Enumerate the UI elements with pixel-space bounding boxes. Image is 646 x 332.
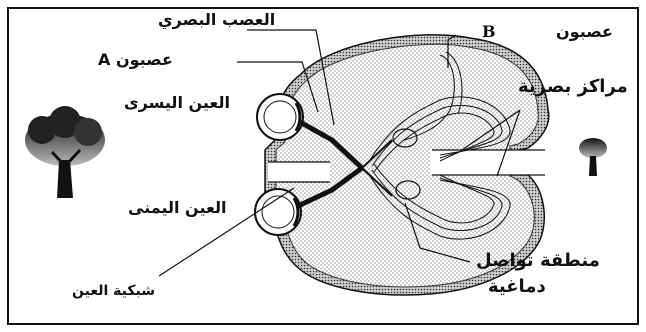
neuron-a-label: عصبون A <box>98 52 173 68</box>
optic-nerve-label: العصب البصري <box>158 12 275 28</box>
retina-label: شبكية العين <box>72 284 155 298</box>
tree-large-icon <box>25 106 105 198</box>
contact-zone-label-line1: منطقة تواصل <box>476 252 600 270</box>
right-eye-label: العين اليمنى <box>128 200 227 216</box>
neuron-b-label: عصبون <box>556 24 613 40</box>
contact-zone-label-line2: دماغية <box>488 278 546 296</box>
left-eye-shape <box>257 94 303 140</box>
letter-b-label: B <box>482 24 496 40</box>
tree-small-icon <box>579 138 607 176</box>
right-eye-shape <box>255 189 301 235</box>
left-eye-label: العين اليسرى <box>124 95 230 111</box>
midline-notch <box>268 162 330 182</box>
visual-centers-label: مراكز بصرية <box>518 78 628 96</box>
